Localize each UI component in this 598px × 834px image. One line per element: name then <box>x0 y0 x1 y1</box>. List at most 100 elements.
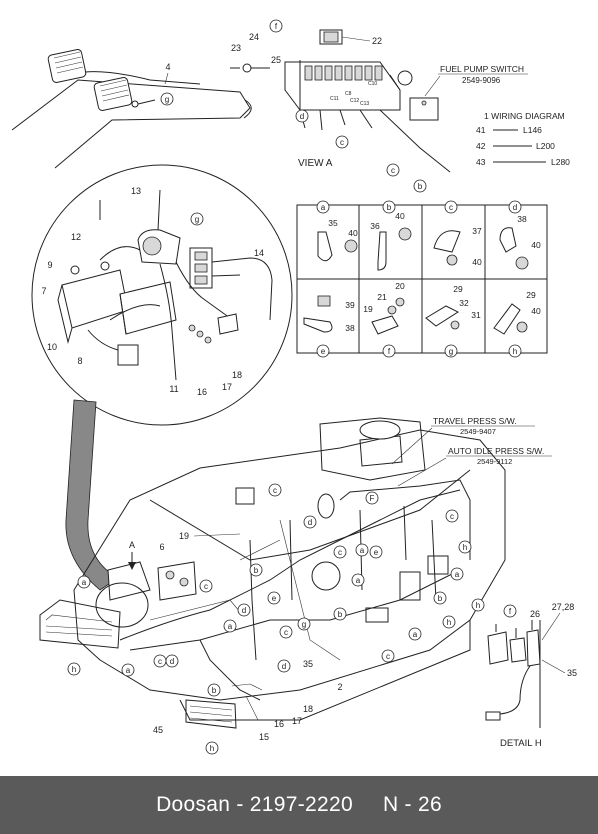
fuse-c8: C8 <box>345 91 352 97</box>
part-16-b: 16 <box>274 719 284 729</box>
callout-d: d <box>300 112 304 121</box>
callout-h: h <box>463 543 467 552</box>
callout-a: a <box>360 546 365 555</box>
detail-h: f 26 27,28 35 DETAIL H <box>485 602 577 749</box>
clip-header-h: h <box>513 347 517 356</box>
clip-b-36: 36 <box>370 221 380 231</box>
part-22: 22 <box>372 36 382 46</box>
callout-b: b <box>418 182 423 191</box>
callout-b: b <box>212 686 217 695</box>
wire-42: 42 <box>476 141 486 151</box>
part-12: 12 <box>71 232 81 242</box>
clip-header-a: a <box>321 203 326 212</box>
travel-press-pn: 2549-9407 <box>460 427 496 436</box>
page-footer: Doosan - 2197-2220 N - 26 <box>0 776 598 834</box>
callout-c: c <box>338 548 342 557</box>
clip-h-40: 40 <box>531 306 541 316</box>
callout-a: a <box>455 570 460 579</box>
fuse-c12: C12 <box>350 98 359 104</box>
wiring-diagram-label: 1 WIRING DIAGRAM <box>484 111 565 121</box>
pressure-switch-labels: TRAVEL PRESS S/W. 2549-9407 AUTO IDLE PR… <box>391 416 552 487</box>
part-23: 23 <box>231 43 241 53</box>
clip-g-32: 32 <box>459 298 469 308</box>
part-8: 8 <box>77 356 82 366</box>
part-25: 25 <box>271 55 281 65</box>
part-2: 2 <box>337 682 342 692</box>
callout-e: e <box>272 594 277 603</box>
part-17-b: 17 <box>292 716 302 726</box>
callout-c: c <box>450 512 454 521</box>
wire-l280: L280 <box>551 157 570 167</box>
callout-b: b <box>338 610 343 619</box>
part-11: 11 <box>169 384 178 394</box>
wiring-harness-exploded-drawing: g 4 23 24 25 22 C8 C10 C11 C12 C13 f d <box>11 19 577 755</box>
clip-header-b: b <box>387 203 392 212</box>
part-45: 45 <box>153 725 163 735</box>
travel-press-label: TRAVEL PRESS S/W. <box>433 416 517 426</box>
part-27-28: 27,28 <box>552 602 575 612</box>
wire-l146: L146 <box>523 125 542 135</box>
detail-h-label: DETAIL H <box>500 738 542 749</box>
callout-a: a <box>126 666 131 675</box>
view-a-arrow: A <box>128 540 136 570</box>
part-14: 14 <box>254 248 264 258</box>
document-number: Doosan - 2197-2220 <box>156 793 353 816</box>
callout-c: c <box>386 652 390 661</box>
callout-c: c <box>340 138 344 147</box>
wire-l200: L200 <box>536 141 555 151</box>
callout-d: d <box>242 606 246 615</box>
part-24: 24 <box>249 32 259 42</box>
clip-f-19: 19 <box>363 304 373 314</box>
clip-g-29: 29 <box>453 284 463 294</box>
clip-h-29: 29 <box>526 290 536 300</box>
clip-d-38: 38 <box>517 214 527 224</box>
clip-a-35: 35 <box>328 218 338 228</box>
callout-g: g <box>165 95 169 104</box>
clip-b-40: 40 <box>395 211 405 221</box>
page-number: N - 26 <box>382 793 442 816</box>
clip-header-g: g <box>449 347 453 356</box>
callout-a: a <box>356 576 361 585</box>
part-35: 35 <box>303 659 313 669</box>
part-6: 6 <box>159 542 164 552</box>
callout-g: g <box>195 215 199 224</box>
clip-f-20: 20 <box>395 281 405 291</box>
clip-header-c: c <box>449 203 453 212</box>
callout-h: h <box>72 665 76 674</box>
part-35-c: 35 <box>567 668 577 678</box>
fuse-c11: C11 <box>330 96 339 102</box>
battery-detail-circle: 13 12 9 7 10 8 14 11 16 17 18 g <box>31 164 293 426</box>
callout-c: c <box>391 166 395 175</box>
part-7: 7 <box>41 286 46 296</box>
callout-h: h <box>476 601 480 610</box>
callout-F: F <box>370 494 375 503</box>
auto-idle-pn: 2549-9112 <box>477 457 512 466</box>
callout-a: a <box>82 578 87 587</box>
part-19: 19 <box>179 531 189 541</box>
callout-d: d <box>170 657 174 666</box>
wiring-diagram-legend: 1 WIRING DIAGRAM 41 L146 42 L200 43 L280 <box>476 111 570 167</box>
clip-e-39: 39 <box>345 300 355 310</box>
fuse-c13: C13 <box>360 101 369 107</box>
clip-a-40: 40 <box>348 228 358 238</box>
callout-a: a <box>228 622 233 631</box>
callout-c: c <box>284 628 288 637</box>
clip-header-e: e <box>321 347 326 356</box>
clip-c-37: 37 <box>472 226 482 236</box>
clip-g-31: 31 <box>471 310 481 320</box>
part-18-b: 18 <box>303 704 313 714</box>
machine-part-numbers: 6 19 2 35 45 15 16 17 18 <box>153 531 343 742</box>
clip-f-21: 21 <box>377 292 387 302</box>
part-26: 26 <box>530 609 540 619</box>
part-16: 16 <box>197 387 207 397</box>
callout-c: c <box>204 582 208 591</box>
callout-f: f <box>275 22 278 31</box>
arrow-a-label: A <box>129 540 135 550</box>
fuse-c10: C10 <box>368 81 377 87</box>
clip-header-d: d <box>513 203 517 212</box>
auto-idle-label: AUTO IDLE PRESS S/W. <box>448 446 544 456</box>
view-a-fuse-box: 23 24 25 22 C8 C10 C11 C12 C13 f d c c b… <box>230 19 451 193</box>
fuel-pump-switch: FUEL PUMP SWITCH 2549-9096 <box>409 64 528 121</box>
view-a-label: VIEW A <box>298 158 333 169</box>
